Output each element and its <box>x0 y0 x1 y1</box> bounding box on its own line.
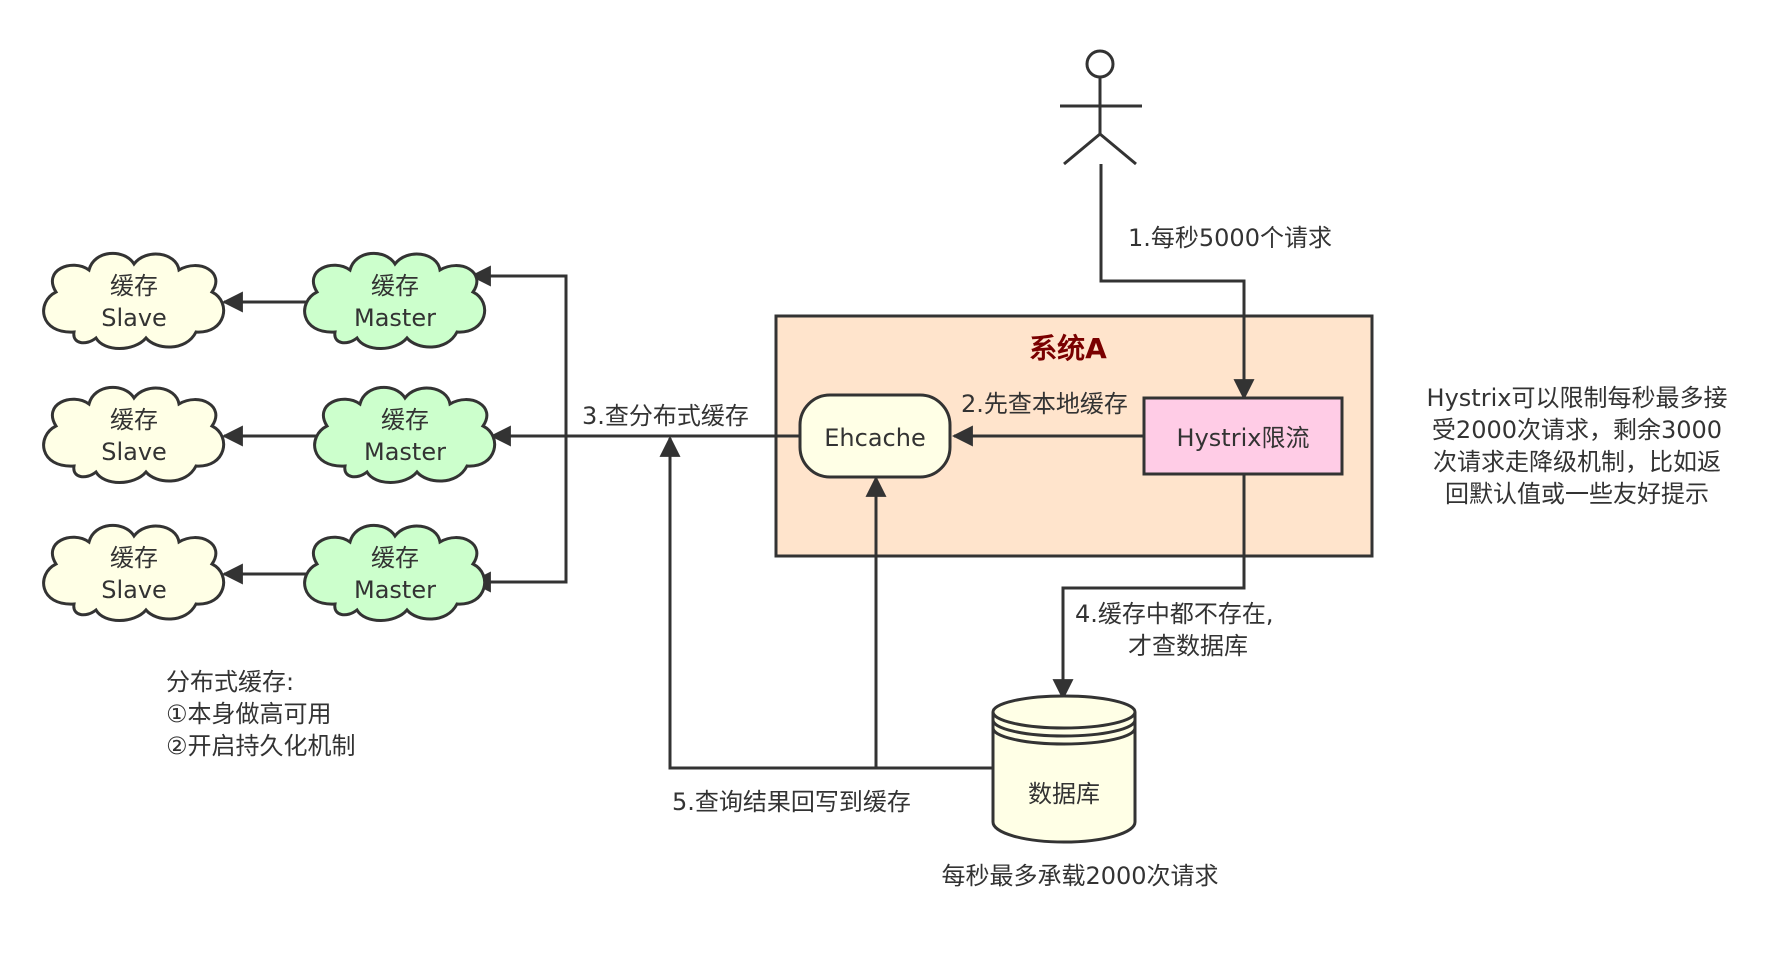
cache-master-cloud-icon <box>313 385 497 484</box>
cache-slave-label-1: 缓存 <box>110 272 158 300</box>
cache-master-cloud-icon <box>303 251 487 350</box>
cache-slave-label-2: Slave <box>101 438 167 466</box>
database-caption: 每秒最多承载2000次请求 <box>941 862 1218 890</box>
edge-label-write-back: 5.查询结果回写到缓存 <box>672 788 911 816</box>
cache-master-node-2: 缓存 Master <box>313 385 497 484</box>
database-cylinder-icon <box>991 694 1137 844</box>
edge-label-db-query-2: 才查数据库 <box>1128 632 1248 660</box>
edge-label-distributed-cache: 3.查分布式缓存 <box>582 402 749 430</box>
cache-master-label-2: Master <box>364 438 446 466</box>
note-hystrix-line-1: Hystrix可以限制每秒最多接 <box>1427 384 1728 412</box>
cache-slave-cloud-icon <box>42 251 226 350</box>
hystrix-limiter-box <box>1142 396 1344 476</box>
cache-master-node-1: 缓存 Master <box>303 251 487 350</box>
cache-slave-cloud-icon <box>42 385 226 484</box>
hystrix-note: Hystrix可以限制每秒最多接 受2000次请求，剩余3000 次请求走降级机… <box>1427 384 1728 508</box>
edge-bus-to-master-3 <box>469 436 568 593</box>
distributed-cache-note: 分布式缓存: ①本身做高可用 ②开启持久化机制 <box>166 668 356 760</box>
cache-clusters: 缓存 Slave 缓存 Master 缓存 Slave 缓存 Master 缓存 Slave 缓存 M… <box>42 251 497 622</box>
edge-bus-to-master-1 <box>469 265 568 436</box>
edge-label-db-query-1: 4.缓存中都不存在, <box>1075 600 1274 628</box>
cache-master-label-2: Master <box>354 576 436 604</box>
cache-master-label-1: 缓存 <box>371 272 419 300</box>
system-a-title: 系统A <box>1029 332 1107 365</box>
cache-master-label-1: 缓存 <box>371 544 419 572</box>
edge-db-writeback-to-distributed <box>659 435 992 770</box>
cache-slave-cloud-icon <box>42 523 226 622</box>
cache-master-node-3: 缓存 Master <box>303 523 487 622</box>
cache-slave-label-2: Slave <box>101 304 167 332</box>
cache-slave-label-1: 缓存 <box>110 406 158 434</box>
database-label: 数据库 <box>1028 780 1100 808</box>
cache-master-label-2: Master <box>354 304 436 332</box>
user-stick-figure-icon <box>1060 49 1142 166</box>
hystrix-label: Hystrix限流 <box>1177 424 1310 452</box>
cache-master-cloud-icon <box>303 523 487 622</box>
note-distributed-line-3: ②开启持久化机制 <box>166 732 356 760</box>
edge-label-requests: 1.每秒5000个请求 <box>1128 224 1332 252</box>
note-hystrix-line-2: 受2000次请求，剩余3000 <box>1432 416 1722 444</box>
note-hystrix-line-4: 回默认值或一些友好提示 <box>1445 480 1709 508</box>
edge-user-to-hystrix <box>1099 164 1255 401</box>
cache-slave-label-2: Slave <box>101 576 167 604</box>
cache-slave-node-1: 缓存 Slave <box>42 251 226 350</box>
cache-slave-node-3: 缓存 Slave <box>42 523 226 622</box>
note-hystrix-line-3: 次请求走降级机制，比如返 <box>1433 448 1721 476</box>
edge-label-local-cache: 2.先查本地缓存 <box>961 390 1128 418</box>
cache-slave-node-2: 缓存 Slave <box>42 385 226 484</box>
note-distributed-line-2: ①本身做高可用 <box>166 700 332 728</box>
note-distributed-line-1: 分布式缓存: <box>166 668 294 696</box>
cache-slave-label-1: 缓存 <box>110 544 158 572</box>
cache-master-label-1: 缓存 <box>381 406 429 434</box>
ehcache-label: Ehcache <box>824 424 925 452</box>
edge-hystrix-to-db <box>1052 474 1246 701</box>
